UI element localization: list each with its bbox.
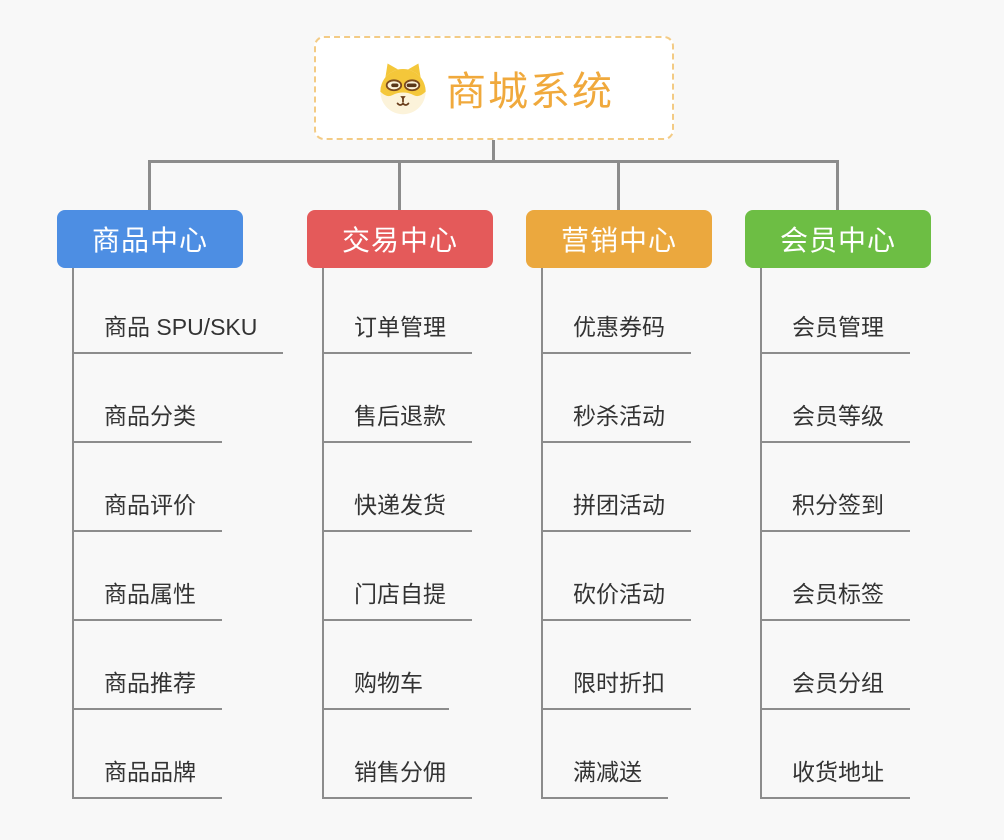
branch-children-members: 会员管理 会员等级 积分签到 会员标签 会员分组 收货地址 <box>760 268 910 799</box>
connector-stub-2 <box>398 163 401 210</box>
child-topic[interactable]: 商品品牌 <box>74 756 222 799</box>
child-topic[interactable]: 商品推荐 <box>74 667 222 710</box>
child-topic[interactable]: 砍价活动 <box>543 578 691 621</box>
root-title: 商城系统 <box>446 70 614 114</box>
child-topic[interactable]: 会员标签 <box>762 578 910 621</box>
child-topic[interactable]: 积分签到 <box>762 489 910 532</box>
branch-children-trade: 订单管理 售后退款 快递发货 门店自提 购物车 销售分佣 <box>322 268 472 799</box>
connector-stub-1 <box>148 163 151 210</box>
child-topic[interactable]: 满减送 <box>543 756 668 799</box>
child-topic[interactable]: 秒杀活动 <box>543 400 691 443</box>
child-topic[interactable]: 商品 SPU/SKU <box>74 311 284 354</box>
child-topic[interactable]: 商品属性 <box>74 578 222 621</box>
child-topic[interactable]: 会员分组 <box>762 667 910 710</box>
connector-root-stub <box>492 140 495 162</box>
branch-header-marketing[interactable]: 营销中心 <box>526 210 712 268</box>
branch-children-marketing: 优惠券码 秒杀活动 拼团活动 砍价活动 限时折扣 满减送 <box>541 268 691 799</box>
child-topic[interactable]: 限时折扣 <box>543 667 691 710</box>
branch-members: 会员中心 会员管理 会员等级 积分签到 会员标签 会员分组 收货地址 <box>745 210 931 799</box>
child-topic[interactable]: 会员等级 <box>762 400 910 443</box>
branch-products: 商品中心 商品 SPU/SKU 商品分类 商品评价 商品属性 商品推荐 商品品牌 <box>57 210 284 799</box>
branch-trade: 交易中心 订单管理 售后退款 快递发货 门店自提 购物车 销售分佣 <box>307 210 493 799</box>
child-topic[interactable]: 商品分类 <box>74 400 222 443</box>
child-topic[interactable]: 优惠券码 <box>543 311 691 354</box>
connector-stub-3 <box>617 163 620 210</box>
branch-marketing: 营销中心 优惠券码 秒杀活动 拼团活动 砍价活动 限时折扣 满减送 <box>526 210 712 799</box>
shiba-dog-icon <box>374 59 432 117</box>
child-topic[interactable]: 商品评价 <box>74 489 222 532</box>
child-topic[interactable]: 购物车 <box>324 667 449 710</box>
connector-stub-4 <box>836 163 839 210</box>
branch-header-members[interactable]: 会员中心 <box>745 210 931 268</box>
child-topic[interactable]: 售后退款 <box>324 400 472 443</box>
branch-header-trade[interactable]: 交易中心 <box>307 210 493 268</box>
connector-bus <box>148 160 839 163</box>
child-topic[interactable]: 销售分佣 <box>324 756 472 799</box>
child-topic[interactable]: 快递发货 <box>324 489 472 532</box>
root-node[interactable]: 商城系统 <box>314 36 674 140</box>
child-topic[interactable]: 订单管理 <box>324 311 472 354</box>
branch-header-products[interactable]: 商品中心 <box>57 210 243 268</box>
child-topic[interactable]: 会员管理 <box>762 311 910 354</box>
child-topic[interactable]: 门店自提 <box>324 578 472 621</box>
child-topic[interactable]: 拼团活动 <box>543 489 691 532</box>
child-topic[interactable]: 收货地址 <box>762 756 910 799</box>
branch-children-products: 商品 SPU/SKU 商品分类 商品评价 商品属性 商品推荐 商品品牌 <box>72 268 284 799</box>
